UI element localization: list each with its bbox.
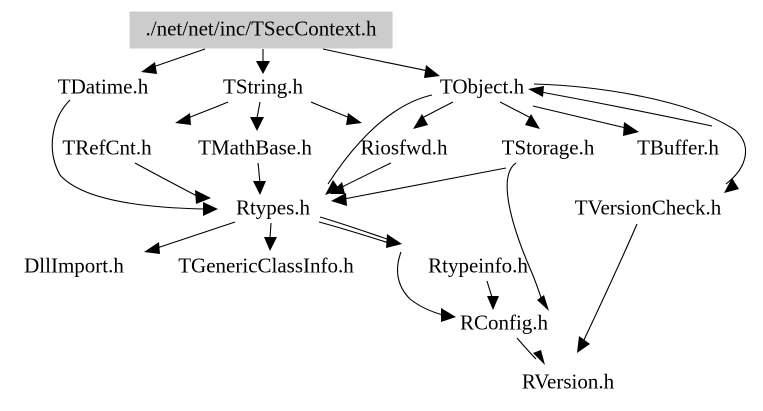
edge-RConfig-RVersion: [516, 337, 537, 360]
node-RConfig[interactable]: RConfig.h: [459, 310, 549, 335]
arrowhead-Rtypes-RConfig: [441, 308, 456, 322]
arrowhead-TString-Riosfwd: [346, 113, 362, 125]
node-TGenericClassInfo[interactable]: TGenericClassInfo.h: [178, 253, 354, 278]
edge-TStorage-Rtypes: [343, 167, 507, 200]
edge-TObject-Riosfwd: [419, 101, 454, 120]
edge-TObject-TBuffer: [532, 105, 627, 129]
edge-Rtypes-TGenericClassInfo: [269, 222, 272, 239]
arrowhead-Rtypes-Rtypeinfo: [386, 234, 402, 248]
edge-TStorage-RConfig: [506, 162, 544, 305]
arrowhead-Rtypes-DllImport: [144, 242, 160, 254]
node-TBuffer[interactable]: TBuffer.h: [637, 135, 719, 160]
node-RVersion[interactable]: RVersion.h: [521, 369, 615, 394]
arrowhead-TMathBase-Rtypes: [253, 181, 266, 195]
arrowhead-root-TDatime: [141, 62, 157, 74]
arrowhead-TObject-TBuffer: [623, 122, 639, 136]
arrowhead-TObject-Riosfwd: [413, 114, 428, 129]
arrowhead-Riosfwd-Rtypes: [330, 182, 345, 194]
arrowhead-TStorage-Rtypes: [331, 193, 347, 206]
node-TDatime[interactable]: TDatime.h: [57, 74, 149, 99]
edge-Rtypes-Rtypeinfo-b: [318, 221, 390, 244]
node-TMathBase[interactable]: TMathBase.h: [198, 135, 312, 160]
arrowhead-root-TObject: [424, 65, 440, 78]
node-TString[interactable]: TString.h: [223, 74, 303, 99]
node-root[interactable]: ./net/net/inc/TSecContext.h: [129, 11, 393, 49]
edge-Rtypes-DllImport: [156, 221, 236, 249]
edge-Riosfwd-Rtypes: [339, 162, 392, 189]
arrowhead-Rtypes-TGenericClassInfo: [264, 237, 277, 251]
arrowhead-Rtypeinfo-RConfig: [487, 296, 499, 310]
arrowhead-TRefCnt-Rtypes: [195, 190, 211, 204]
edge-TBuffer-TObject: [540, 91, 713, 127]
node-TVersionCheck[interactable]: TVersionCheck.h: [574, 195, 722, 220]
arrowhead-TObject-Rtypes: [325, 180, 340, 195]
edge-TString-TRefCnt: [187, 101, 229, 119]
arrowhead-TBuffer-TObject: [528, 86, 544, 97]
arrowhead-root-TString: [256, 61, 270, 74]
node-Rtypeinfo[interactable]: Rtypeinfo.h: [428, 253, 528, 278]
edge-TString-Riosfwd: [310, 101, 351, 119]
node-Riosfwd[interactable]: Riosfwd.h: [360, 135, 448, 160]
edge-root-TDatime: [152, 48, 206, 68]
arrowhead-TVersionCheck-RVersion: [577, 336, 590, 353]
edge-TString-TMathBase: [256, 101, 261, 119]
arrowhead-TString-TRefCnt: [175, 113, 191, 125]
arrowhead-TString-TMathBase: [250, 117, 264, 131]
arrowhead-TObject-TVersionCheck: [724, 178, 739, 193]
edge-TRefCnt-Rtypes: [134, 162, 198, 197]
arrowhead-TObject-TStorage: [525, 114, 540, 129]
edge-Rtypeinfo-RConfig: [486, 280, 494, 301]
arrowhead-RConfig-RVersion: [533, 350, 545, 365]
edge-TObject-TStorage: [499, 101, 534, 120]
edge-root-TObject: [322, 48, 429, 72]
node-DllImport[interactable]: DllImport.h: [24, 253, 124, 278]
edge-TVersionCheck-RVersion: [582, 223, 638, 343]
arrowhead-TDatime-Rtypes: [203, 202, 218, 216]
node-Rtypes[interactable]: Rtypes.h: [235, 195, 311, 220]
edge-TMathBase-Rtypes: [257, 162, 261, 183]
node-TRefCnt[interactable]: TRefCnt.h: [62, 135, 152, 160]
edge-Rtypes-Rtypeinfo-a: [319, 216, 391, 241]
node-TStorage[interactable]: TStorage.h: [501, 135, 595, 160]
edge-TObject-TVersionCheck: [533, 83, 747, 185]
node-TObject[interactable]: TObject.h: [439, 74, 525, 99]
arrowhead-TStorage-RConfig: [537, 295, 549, 311]
